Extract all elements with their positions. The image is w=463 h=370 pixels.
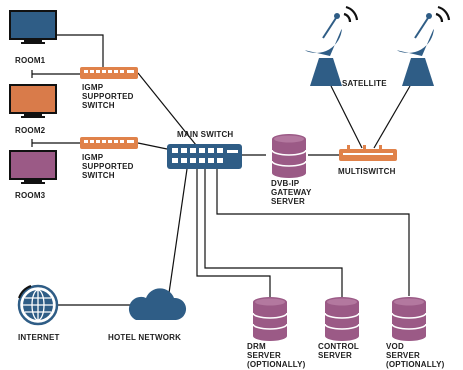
- multiswitch-icon: [339, 145, 397, 161]
- gateway-label-line3: SERVER: [271, 197, 305, 206]
- igmp-switch-2-network-switch-icon: [80, 137, 138, 149]
- internet-globe-icon: [17, 284, 59, 326]
- vod-label-line1: VOD: [386, 342, 404, 351]
- connection-wires: [31, 34, 411, 306]
- wire-room1-igmp1: [57, 34, 104, 68]
- vod-label-line2: SERVER: [386, 351, 420, 360]
- igmp2-label-line2: SUPPORTED: [82, 162, 134, 171]
- igmp1-label-line1: IGMP: [82, 83, 104, 92]
- hotel-network-cloud-icon: [128, 288, 187, 320]
- igmp2-label-line3: SWITCH: [82, 171, 115, 180]
- hotel-network-label: HOTEL NETWORK: [108, 333, 181, 342]
- gateway-database-icon: [271, 134, 307, 178]
- igmp-switch-1-network-switch-icon: [80, 67, 138, 79]
- control-server-database-icon: [324, 297, 360, 341]
- vod-server-database-icon: [391, 297, 427, 341]
- wire-sat2-multiswitch: [373, 85, 411, 149]
- room3-label: ROOM3: [15, 191, 46, 200]
- drm-label-line2: SERVER: [247, 351, 281, 360]
- control-label-line1: CONTROL: [318, 342, 359, 351]
- wire-igmp2-main: [137, 142, 168, 150]
- room1-label: ROOM1: [15, 56, 46, 65]
- gateway-label-line2: GATEWAY: [271, 188, 312, 197]
- multiswitch-label: MULTISWITCH: [338, 167, 396, 176]
- satellite-label: SATELLITE: [342, 79, 387, 88]
- igmp1-label-line3: SWITCH: [82, 101, 115, 110]
- room1-tv: [9, 10, 57, 44]
- igmp2-label-line1: IGMP: [82, 153, 104, 162]
- wire-main-vod: [216, 169, 410, 296]
- control-label-line2: SERVER: [318, 351, 352, 360]
- main-switch-network-switch-icon: [167, 144, 242, 169]
- wire-main-drm: [196, 169, 271, 300]
- room3-tv: [9, 150, 57, 184]
- wire-sat1-multiswitch: [330, 85, 363, 149]
- main-switch-label: MAIN SWITCH: [177, 130, 233, 139]
- satellite-1-satellite-dish-icon: [303, 5, 359, 86]
- igmp1-label-line2: SUPPORTED: [82, 92, 134, 101]
- satellite-2-satellite-dish-icon: [395, 5, 451, 86]
- vod-label-line3: (OPTIONALLY): [386, 360, 445, 369]
- drm-label-line3: (OPTIONALLY): [247, 360, 306, 369]
- wire-main-hotel: [167, 168, 188, 301]
- wire-main-control: [204, 169, 343, 300]
- room2-label: ROOM2: [15, 126, 46, 135]
- drm-server-database-icon: [252, 297, 288, 341]
- drm-label-line1: DRM: [247, 342, 266, 351]
- wire-igmp1-main: [137, 72, 197, 146]
- internet-label: INTERNET: [18, 333, 60, 342]
- room2-tv: [9, 84, 57, 118]
- gateway-label-line1: DVB-IP: [271, 179, 300, 188]
